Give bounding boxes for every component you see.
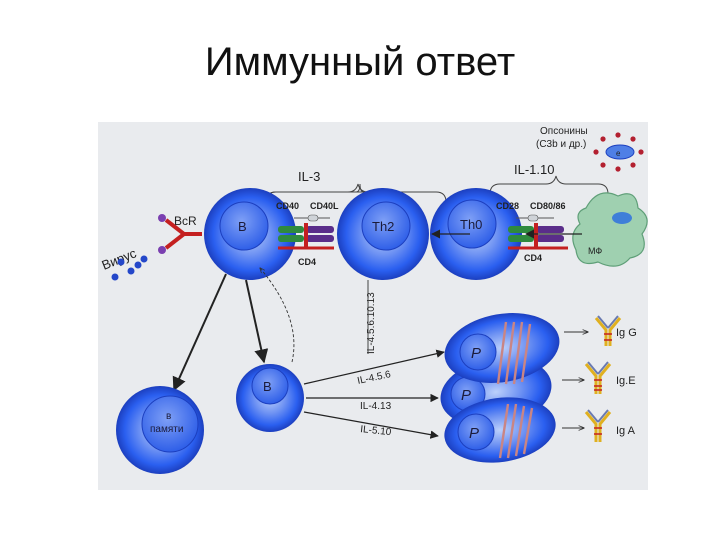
memory-cell: в памяти [116, 386, 204, 474]
th2-cell-label: Th2 [372, 219, 394, 234]
bcr-receptor: BcR [158, 214, 202, 254]
bacterium-icon [605, 144, 635, 160]
plasma-2-label: P [461, 387, 471, 404]
arrow-b-to-memory [172, 273, 227, 392]
diagram-canvas: Опсонины (С3b и др.) e Вирус BcR IL-3 [100, 126, 648, 474]
virus-particles [111, 255, 148, 281]
antibody-igg: Ig G [564, 315, 637, 346]
opsonins-label: Опсонины [540, 126, 588, 137]
immune-response-diagram: Опсонины (С3b и др.) e Вирус BcR IL-3 [98, 122, 648, 490]
arrow-b-to-b2 [245, 279, 269, 364]
cd28-label: CD28 [496, 201, 519, 211]
cd40l-label: CD40L [310, 201, 339, 211]
il510-label: IL-5.10 [360, 424, 393, 438]
th0-cell-label: Th0 [460, 217, 482, 232]
plasma-3-label: P [469, 425, 479, 442]
arrow-b-to-plasma-1 [303, 349, 445, 385]
slide-title: Иммунный ответ [204, 40, 516, 84]
b-cell-bottom: B [236, 364, 304, 432]
il110-bracket: IL-1.10 [489, 162, 609, 195]
memory-cell-label-2: памяти [150, 424, 183, 435]
il413-label: IL-4.13 [360, 401, 392, 412]
igg-label: Ig G [616, 327, 637, 339]
il110-label: IL-1.10 [514, 162, 554, 177]
il456-label: IL-4.5.6 [356, 369, 392, 387]
b-th2-receptors: CD40 CD40L CD4 [276, 201, 339, 267]
antibody-ige: Ig.E [562, 361, 636, 394]
arrow-b-to-plasma-3 [303, 411, 439, 439]
virus-group: Вирус [100, 245, 148, 281]
antibody-iga: Ig A [562, 409, 636, 442]
macrophage: МФ [572, 192, 648, 267]
dashed-feedback-arrow [260, 268, 295, 363]
opsonins-group: Опсонины (С3b и др.) e [536, 126, 644, 172]
memory-cell-label-1: в [166, 411, 171, 422]
th0-cell: Th0 [430, 188, 522, 280]
bacterium-mark: e [616, 149, 621, 158]
opsonins-sub-label: (С3b и др.) [536, 139, 586, 150]
cd4-left-label: CD4 [298, 257, 316, 267]
cd40-label: CD40 [276, 201, 299, 211]
vertical-il-label: IL-4.5.6.10.13 [366, 292, 377, 354]
plasma-1-er [496, 321, 532, 385]
b-cell-top: B [204, 188, 296, 280]
bcr-label: BcR [174, 214, 197, 228]
plasma-3-er [498, 403, 534, 459]
plasma-1-label: P [471, 345, 481, 362]
ige-label: Ig.E [616, 375, 636, 387]
b-cell-bottom-label: B [263, 379, 272, 394]
th2-cell: Th2 [337, 188, 429, 280]
iga-label: Ig A [616, 425, 636, 437]
macrophage-label: МФ [588, 246, 602, 256]
cd4-right-label: CD4 [524, 253, 542, 263]
cd8086-label: CD80/86 [530, 201, 566, 211]
plasma-cell-1: P [444, 313, 560, 385]
opsonin-dots [593, 132, 644, 172]
plasma-cell-3: P [444, 397, 556, 463]
il3-label: IL-3 [298, 169, 320, 184]
b-cell-top-label: B [238, 219, 247, 234]
